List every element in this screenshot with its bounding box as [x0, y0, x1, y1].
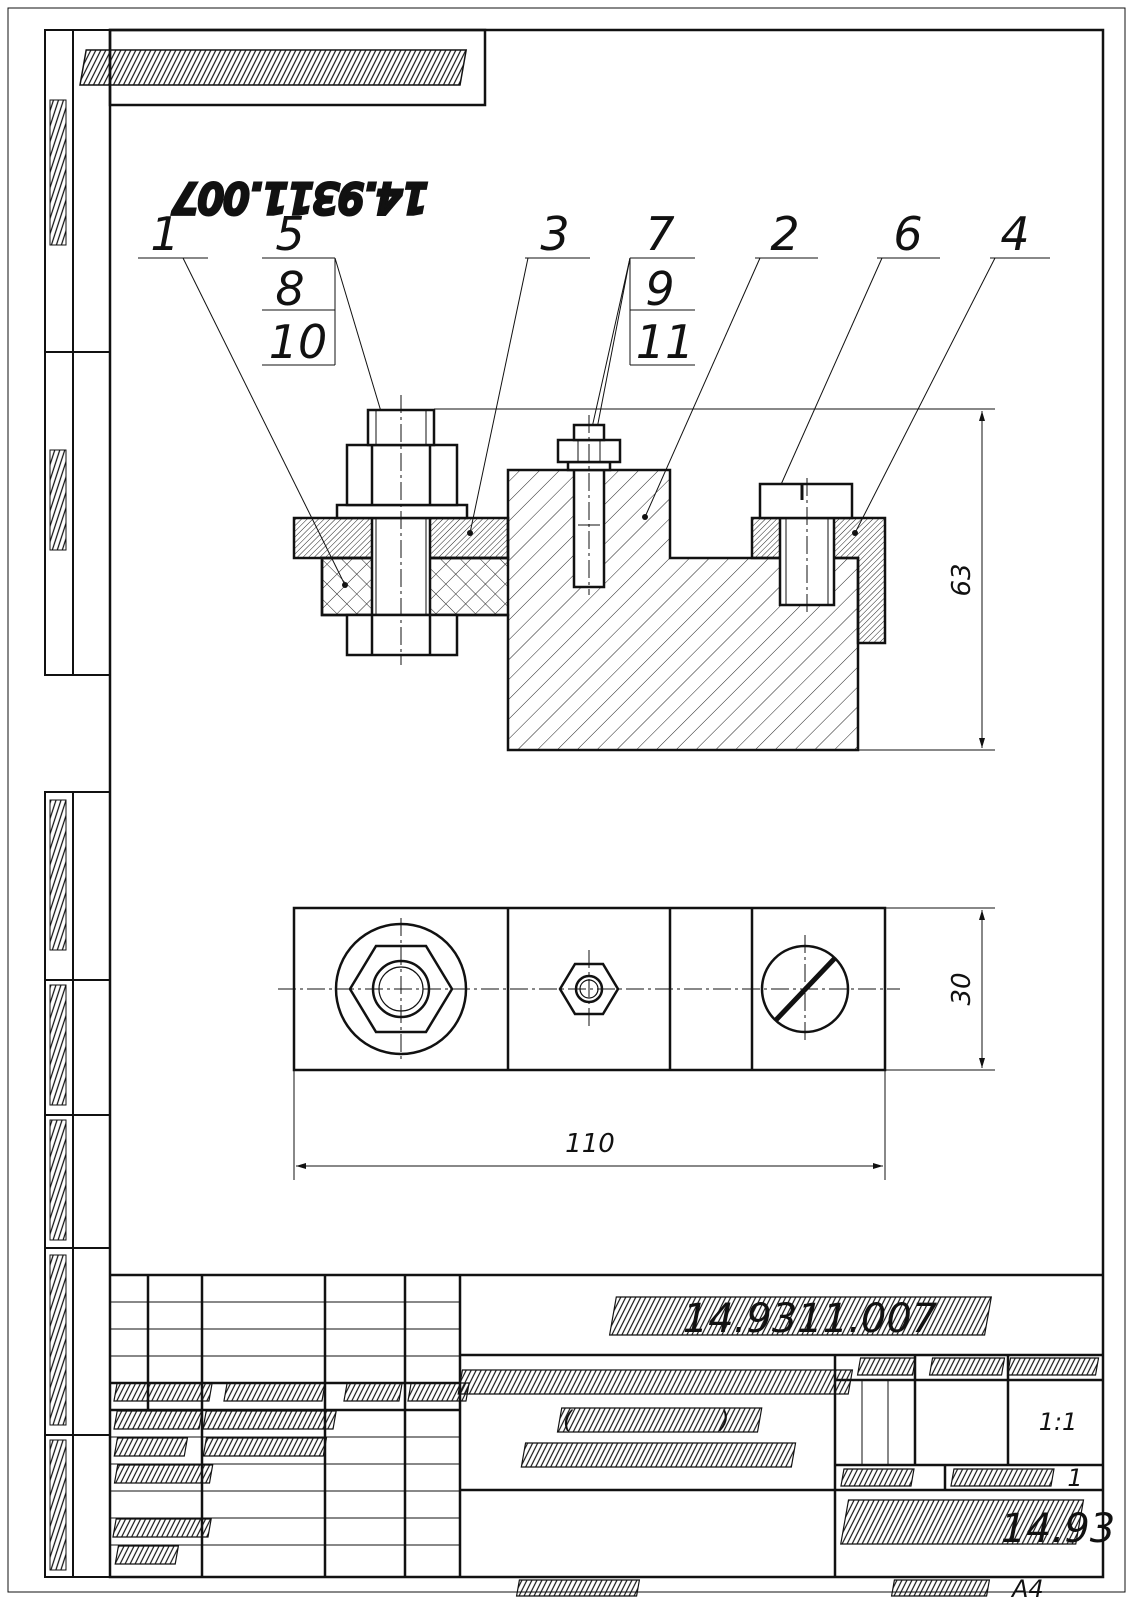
dim-depth	[885, 907, 995, 1071]
callout-9: 9	[645, 262, 674, 316]
bracket-open: (	[563, 1406, 574, 1434]
front-section-view	[292, 395, 887, 752]
rotated-code-box: 14.9311.007	[79, 28, 487, 223]
callout-5: 5	[275, 207, 304, 261]
screw-6-assembly	[758, 482, 854, 607]
dim-length-value: 110	[565, 1129, 615, 1159]
top-center-lines	[278, 918, 900, 1060]
sheet-number: 1	[1067, 1464, 1082, 1492]
callout-11: 11	[636, 315, 695, 369]
rotated-code-text: 14.9311.007	[172, 174, 427, 220]
callout-10: 10	[269, 315, 328, 369]
callout-8: 8	[275, 262, 304, 316]
title-block-garbled	[112, 1296, 1100, 1597]
bracket-close: )	[718, 1406, 729, 1434]
scale-value: 1:1	[1039, 1408, 1078, 1436]
front-center-lines	[400, 395, 808, 665]
group-code: 14.93	[1001, 1506, 1116, 1552]
title-drawing-code: 14.9311.007	[683, 1296, 938, 1342]
dim-length	[293, 1070, 886, 1180]
callout-2: 2	[770, 207, 799, 261]
callout-6: 6	[893, 207, 922, 261]
callout-3: 3	[540, 207, 569, 261]
callout-1: 1	[150, 207, 179, 261]
dim-height-value: 63	[947, 563, 977, 596]
left-margin-stamps	[44, 29, 111, 1578]
dim-depth-value: 30	[947, 972, 977, 1005]
dim-height	[434, 408, 995, 751]
title-block-thin	[110, 1301, 889, 1546]
callout-7: 7	[645, 207, 674, 261]
callout-4: 4	[1000, 207, 1029, 261]
format-label: A4	[1010, 1575, 1044, 1600]
